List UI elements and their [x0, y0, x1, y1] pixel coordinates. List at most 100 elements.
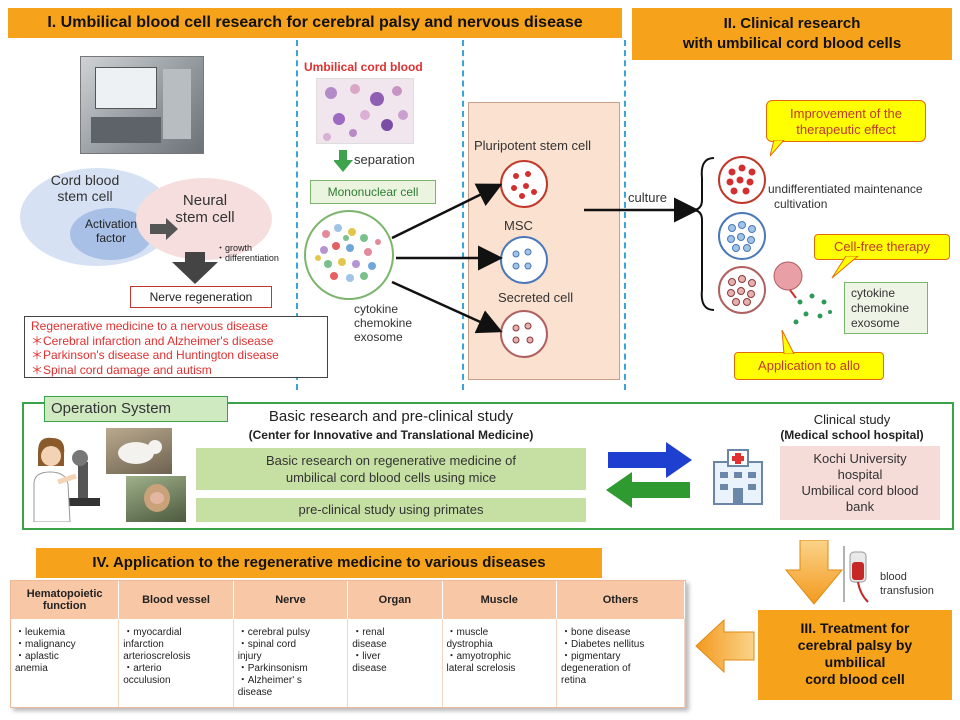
activation-arrow — [150, 218, 178, 240]
undiff-dots — [726, 164, 756, 195]
section2-title: II. Clinical research with umbilical cor… — [632, 8, 952, 60]
cord-chemokine: chemokine — [354, 316, 413, 330]
nerve-regeneration-box: Nerve regeneration — [130, 286, 272, 308]
undiff-line2: cultivation — [774, 197, 828, 211]
undiff-label: undifferentiated maintenance cultivation — [768, 182, 923, 212]
pluripotent-label: Pluripotent stem cell — [474, 138, 592, 153]
improvement-line1: Improvement of the — [790, 106, 902, 121]
basic-research-subtitle: (Center for Innovative and Translational… — [248, 428, 534, 442]
researcher-icon — [33, 437, 100, 522]
section3-title: III. Treatment for cerebral palsy by umb… — [758, 610, 952, 700]
cell-organ: ・renal disease ・liver disease — [347, 619, 443, 707]
kochi-line2: hospital — [837, 467, 883, 482]
allo-callout: Application to allo — [734, 352, 884, 380]
secreted-dish — [500, 310, 548, 358]
down-arrow-treatment — [784, 540, 844, 605]
arrow-to-secreted — [391, 280, 503, 334]
clinical-cytokine: cytokine — [851, 286, 896, 300]
cord-cytokine-label: cytokine chemokine exosome — [354, 302, 412, 344]
clinical-chemokine: chemokine — [851, 301, 910, 315]
transfusion-line2: transfusion — [880, 585, 934, 597]
kochi-line4: bank — [845, 499, 875, 514]
mouse-photo — [106, 428, 172, 474]
regen-line2: ＊Cerebral infarction and Alzheimer's dis… — [31, 333, 274, 348]
cell-hematopoietic: ・leukemia ・malignancy ・aplastic anemia — [11, 619, 120, 707]
transfusion-line1: blood — [880, 571, 907, 583]
section3-line4: cord blood cell — [805, 671, 905, 687]
header-blood-vessel: Blood vessel — [118, 581, 234, 619]
neural-line2: stem cell — [175, 209, 235, 226]
disease-body-row: ・leukemia ・malignancy ・aplastic anemia ・… — [11, 619, 686, 707]
brace — [691, 157, 715, 311]
msc-dots — [512, 248, 532, 270]
basic-research-box: Basic research on regenerative medicine … — [196, 448, 586, 490]
section1-title: I. Umbilical blood cell research for cer… — [8, 8, 622, 38]
improvement-callout-tail — [770, 140, 785, 157]
cell-free-callout-tail — [831, 256, 859, 279]
msc-label: MSC — [504, 218, 533, 233]
regen-line4: ＊Spinal cord damage and autism — [31, 362, 212, 377]
growth-label: ・growth ・differentiation — [216, 243, 279, 263]
differentiation-text: ・differentiation — [216, 253, 279, 263]
cell-nerve: ・cerebral pulsy ・spinal cord injury ・Par… — [233, 619, 349, 707]
section2-title-line1: II. Clinical research — [723, 15, 861, 32]
cord-exosome: exosome — [354, 330, 403, 344]
secreted-dots — [512, 322, 534, 344]
activation-line2: factor — [95, 231, 126, 245]
growth-text: ・growth — [216, 243, 253, 253]
activation-line1: Activation — [84, 217, 138, 231]
regen-line1: Regenerative medicine to a nervous disea… — [31, 319, 268, 333]
neural-line1: Neural — [182, 192, 228, 209]
disease-header-row: Hematopoietic function Blood vessel Nerv… — [11, 581, 686, 619]
section4-title: IV. Application to the regenerative medi… — [36, 548, 602, 578]
source-cell — [773, 261, 803, 291]
left-arrow-application — [695, 618, 755, 674]
neural-stem-cell-label: Neural stem cell — [150, 192, 260, 226]
header-nerve: Nerve — [233, 581, 349, 619]
msc-culture-dish — [718, 212, 766, 260]
neural-arrows — [150, 218, 218, 284]
cord-blood-line1: Cord blood — [50, 172, 120, 188]
header-organ: Organ — [347, 581, 443, 619]
separation-arrow — [334, 150, 353, 172]
exosome-release — [773, 261, 832, 325]
cell-muscle: ・muscle dystrophia ・amyotrophic lateral … — [442, 619, 557, 707]
allo-callout-tail — [781, 330, 795, 354]
clinical-study-title: Clinical study — [813, 412, 891, 427]
clinical-cytokine-box: cytokine chemokine exosome — [844, 282, 928, 334]
header-muscle: Muscle — [442, 581, 557, 619]
culture-arrows — [391, 157, 715, 334]
divider-3 — [624, 40, 626, 390]
down-arrow-nerve — [172, 252, 218, 284]
secreted-culture-dish — [718, 266, 766, 314]
culture-label: culture — [628, 190, 668, 205]
disease-table-grid: Hematopoietic function Blood vessel Nerv… — [11, 581, 686, 707]
section3-line3: umbilical — [824, 654, 886, 670]
section3-line1: III. Treatment for — [800, 620, 910, 636]
undiff-line1: undifferentiated maintenance — [768, 182, 923, 196]
header-others: Others — [556, 581, 686, 619]
cord-blood-stem-cell-label: Cord blood stem cell — [30, 172, 140, 204]
secreted-culture-dots — [727, 275, 756, 306]
operation-panel — [22, 402, 954, 530]
mononuclear-dish — [304, 210, 394, 300]
cell-others: ・bone disease ・Diabetes nellitus ・pigmen… — [556, 619, 686, 707]
basic-line1: Basic research on regenerative medicine … — [265, 453, 517, 468]
neural-stem-cell-ellipse — [136, 178, 272, 260]
pluripotent-dots — [511, 171, 537, 199]
separation-label: separation — [354, 152, 415, 167]
activation-factor-label: Activation factor — [72, 217, 150, 245]
improvement-callout: Improvement of the therapeutic effect — [766, 100, 926, 142]
clinical-exosome: exosome — [851, 316, 900, 330]
basic-research-title: Basic research and pre-clinical study — [268, 408, 514, 425]
blue-right-arrow — [608, 442, 692, 478]
cell-blood-vessel: ・myocardial infarction arterioscrelosis … — [118, 619, 234, 707]
clinical-study-subtitle: (Medical school hospital) — [780, 428, 924, 442]
primate-photo — [126, 476, 186, 522]
basic-line2: umbilical cord blood cells using mice — [285, 470, 497, 485]
section2-title-line2: with umbilical cord blood cells — [682, 35, 902, 52]
header-hematopoietic: Hematopoietic function — [11, 581, 120, 619]
disease-table: Hematopoietic function Blood vessel Nerv… — [10, 580, 686, 708]
blood-transfusion-label: blood transfusion — [880, 570, 934, 598]
hospital-icon — [713, 449, 763, 505]
